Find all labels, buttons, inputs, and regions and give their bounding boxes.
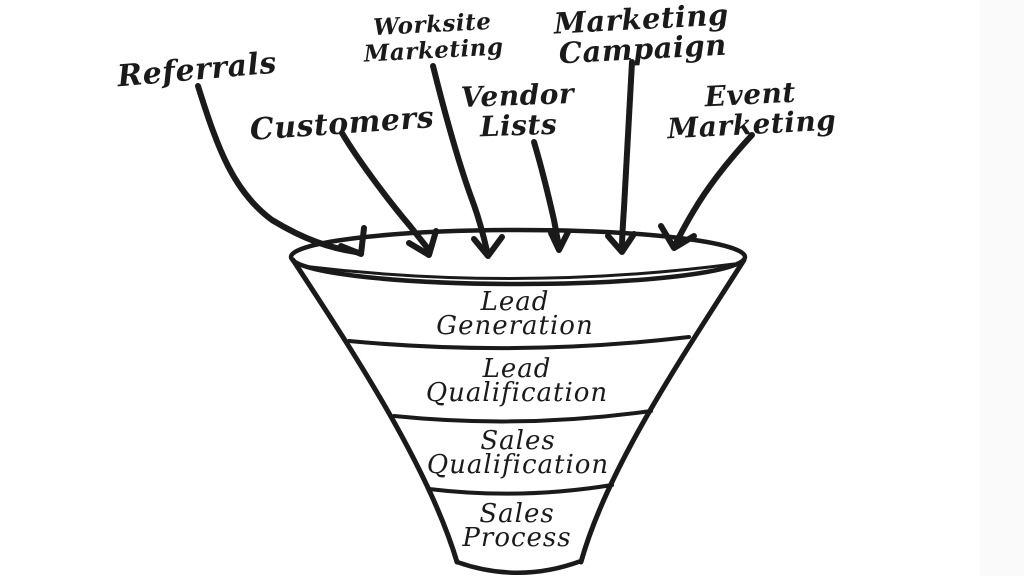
funnel-stage-sales-qualification: Sales Qualification (426, 426, 610, 480)
vendor-lists-arrow (531, 139, 571, 253)
source-label-marketing-campaign: Marketing Campaign (552, 0, 730, 71)
funnel-divider-3 (427, 483, 614, 496)
event-marketing-arrow (658, 132, 755, 251)
source-label-vendor-lists: Vendor Lists (460, 77, 575, 144)
referrals-arrow (195, 83, 367, 257)
funnel-stage-sales-process: Sales Process (462, 499, 572, 553)
marketing-campaign-arrowhead (605, 231, 637, 255)
marketing-campaign-arrow (605, 59, 637, 255)
customers-arrow-shaft (339, 130, 432, 253)
funnel-stage-lead-generation: Lead Generation (436, 287, 594, 341)
vendor-lists-arrowhead (548, 229, 571, 253)
vendor-lists-arrow-shaft (531, 139, 562, 250)
funnel-stage-lead-qualification: Lead Qualification (425, 354, 609, 408)
referrals-arrowhead (338, 225, 367, 257)
customers-arrow (339, 130, 439, 258)
funnel-bottom-edge (454, 558, 584, 575)
source-label-event-marketing: Event Marketing (666, 75, 838, 146)
funnel-left-wall (290, 257, 460, 565)
worksite-marketing-arrowhead (471, 234, 505, 259)
funnel-rim-inner-stroke (300, 262, 736, 281)
customers-arrowhead (406, 228, 439, 258)
worksite-marketing-arrow (430, 63, 505, 259)
referrals-arrow-shaft (195, 83, 359, 255)
event-marketing-arrowhead (658, 223, 697, 251)
funnel-right-wall (578, 257, 747, 565)
source-label-worksite-marketing: Worksite Marketing (363, 7, 505, 68)
photo-edge-band (980, 0, 1024, 576)
worksite-marketing-arrow-shaft (430, 63, 490, 254)
marketing-campaign-arrow-shaft (619, 59, 635, 251)
funnel-divider-1 (347, 335, 691, 351)
funnel-divider-2 (392, 409, 653, 424)
funnel-rim-ellipse (288, 227, 748, 287)
event-marketing-arrow-shaft (672, 132, 755, 248)
